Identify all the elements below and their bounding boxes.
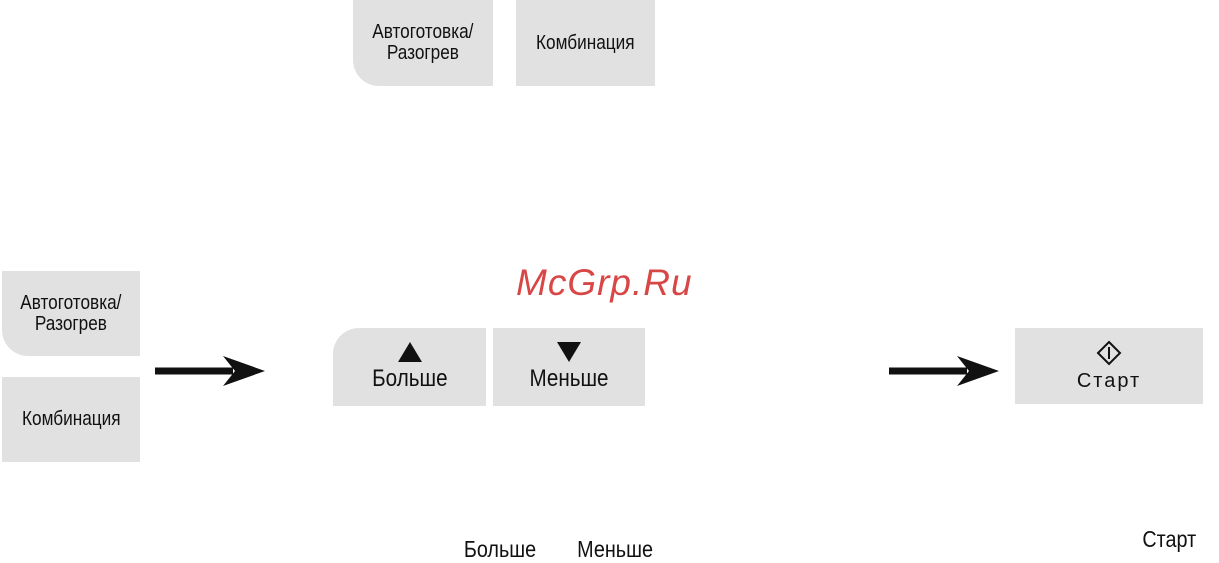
auto-reheat-button-left[interactable]: Автоготовка/ Разогрев [2,271,140,356]
more-caption: Больше [458,536,542,563]
triangle-up-icon [398,342,422,362]
auto-reheat-button-top[interactable]: Автоготовка/ Разогрев [353,0,493,86]
more-label: Больше [372,366,447,392]
start-button[interactable]: Старт [1015,328,1203,404]
less-caption: Меньше [571,536,659,563]
arrow-right-icon [155,352,267,390]
auto-reheat-label-line2: Разогрев [35,314,107,335]
triangle-down-icon [557,342,581,362]
watermark: McGrp.Ru [516,262,693,304]
combination-label: Комбинация [22,408,121,431]
start-label: Старт [1077,370,1141,393]
auto-reheat-label-line2: Разогрев [387,43,459,64]
combination-label: Комбинация [536,32,635,55]
combination-button-left[interactable]: Комбинация [2,377,140,462]
less-label: Меньше [529,366,608,392]
arrow-right-icon [889,352,1001,390]
more-button[interactable]: Больше [333,328,486,406]
combination-button-top[interactable]: Комбинация [516,0,655,86]
auto-reheat-label-line1: Автоготовка/ [20,293,121,314]
auto-reheat-label-line1: Автоготовка/ [372,22,473,43]
start-diamond-icon [1096,340,1122,366]
less-button[interactable]: Меньше [493,328,645,406]
start-caption: Старт [1138,526,1201,553]
